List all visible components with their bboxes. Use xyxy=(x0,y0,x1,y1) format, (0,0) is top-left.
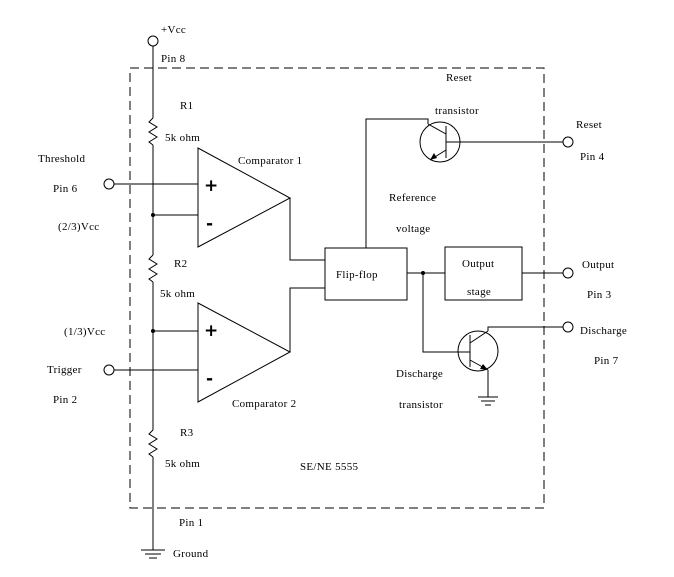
output-terminal[interactable] xyxy=(562,267,574,279)
comparator-2-plus: + xyxy=(204,321,218,341)
reset-terminal[interactable] xyxy=(562,136,574,148)
r1-value-label: 5k ohm xyxy=(165,132,200,144)
trigger-label: Trigger xyxy=(47,364,82,376)
reference-label: Reference xyxy=(389,192,436,204)
reset-title-label: Reset xyxy=(446,72,472,84)
pin7-label: Pin 7 xyxy=(594,355,619,367)
output-pin-label: Output xyxy=(582,259,614,271)
two-thirds-vcc-label: (2/3)Vcc xyxy=(58,221,100,233)
output-stage-block xyxy=(444,246,523,301)
discharge-transistor xyxy=(457,330,499,372)
threshold-terminal[interactable] xyxy=(103,178,115,190)
pin4-label: Pin 4 xyxy=(580,151,605,163)
discharge-ground-symbol xyxy=(478,396,498,406)
pin8-label: Pin 8 xyxy=(161,53,186,65)
discharge-pin-label: Discharge xyxy=(580,325,627,337)
r2-label: R2 xyxy=(174,258,187,270)
chip-name-label: SE/NE 5555 xyxy=(300,461,359,473)
discharge-transistor-label-2: transistor xyxy=(399,399,443,411)
pin3-label: Pin 3 xyxy=(587,289,612,301)
resistor-r3 xyxy=(148,429,158,458)
output-stage-label-1: Output xyxy=(462,258,494,270)
flip-flop-label: Flip-flop xyxy=(336,269,378,281)
ground-label: Ground xyxy=(173,548,209,560)
chip-boundary xyxy=(129,67,545,509)
comparator-1-plus: + xyxy=(204,176,218,196)
comparator-2-triangle xyxy=(197,302,292,403)
resistor-r1 xyxy=(148,117,158,146)
reset-transistor-label: transistor xyxy=(435,105,479,117)
comparator-1-triangle xyxy=(197,147,292,248)
pin2-label: Pin 2 xyxy=(53,394,77,406)
r3-value-label: 5k ohm xyxy=(165,458,200,470)
trigger-terminal[interactable] xyxy=(103,364,115,376)
resistor-r2 xyxy=(148,254,158,283)
reset-transistor xyxy=(419,121,461,163)
discharge-terminal[interactable] xyxy=(562,321,574,333)
vcc-terminal[interactable] xyxy=(147,35,159,47)
reset-pin-label: Reset xyxy=(576,119,602,131)
r2-value-label: 5k ohm xyxy=(160,288,195,300)
comparator-1-label: Comparator 1 xyxy=(238,155,302,167)
one-third-vcc-label: (1/3)Vcc xyxy=(64,326,106,338)
comparator-2-minus: - xyxy=(206,369,213,389)
output-stage-label-2: stage xyxy=(467,286,491,298)
pin1-label: Pin 1 xyxy=(179,517,203,529)
r1-label: R1 xyxy=(180,100,193,112)
vcc-label: +Vcc xyxy=(161,24,186,36)
comparator-1-minus: - xyxy=(206,214,213,234)
threshold-label: Threshold xyxy=(38,153,86,165)
r3-label: R3 xyxy=(180,427,194,439)
discharge-transistor-label-1: Discharge xyxy=(396,368,443,380)
comparator-2-label: Comparator 2 xyxy=(232,398,296,410)
voltage-label: voltage xyxy=(396,223,430,235)
ground-symbol xyxy=(141,549,165,559)
pin6-label: Pin 6 xyxy=(53,183,78,195)
